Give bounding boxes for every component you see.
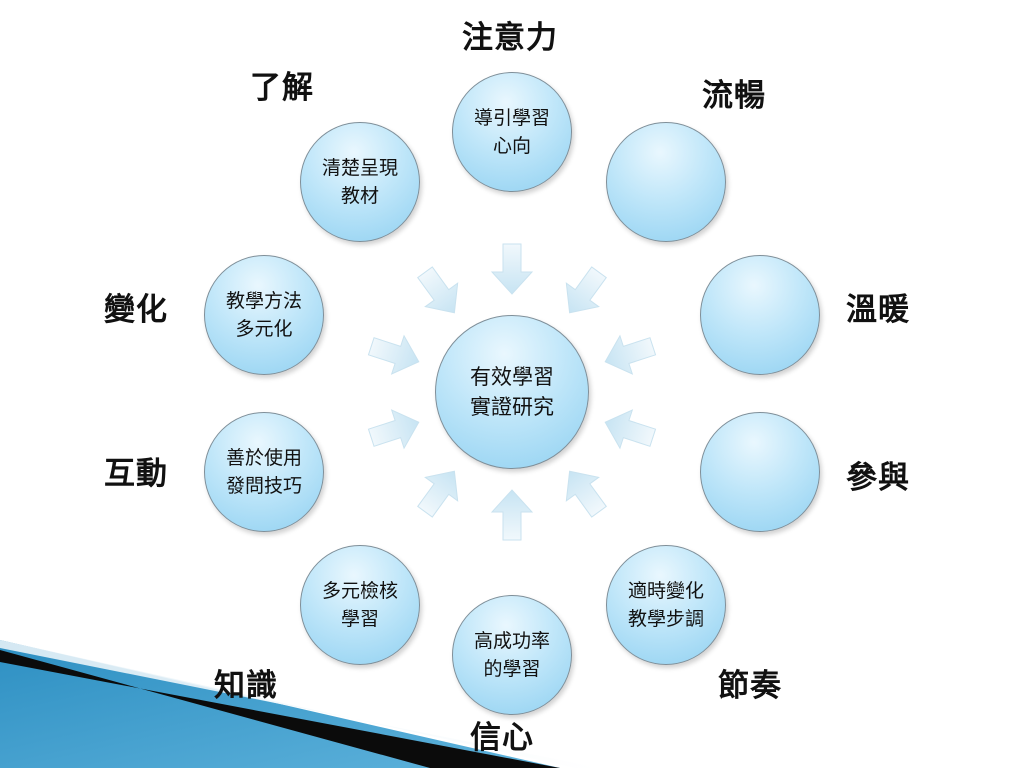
label-upper-right: 流暢 [702,78,766,114]
circle-upper-right [606,122,726,242]
arrow-upper-right [565,266,607,314]
label-left-upper: 變化 [104,292,168,328]
arrow-left-lower [367,409,420,450]
center-circle-text: 有效學習實證研究 [470,365,554,419]
label-lower-left: 知識 [214,668,278,704]
label-bottom: 信心 [470,720,534,756]
arrow-lower-left [417,470,459,518]
circle-left-upper: 教學方法多元化 [204,255,324,375]
label-upper-left: 了解 [250,70,314,106]
circle-top-text: 導引學習心向 [473,107,550,157]
arrow-bottom [490,489,534,541]
arrow-right-upper [604,334,657,375]
circle-lower-right: 適時變化教學步調 [606,545,726,665]
circle-bottom: 高成功率的學習 [452,595,572,715]
circle-lower-left: 多元檢核學習 [300,545,420,665]
circle-lower-right-text: 適時變化教學步調 [627,580,704,630]
arrow-lower-right [565,470,607,518]
circle-left-lower: 善於使用發問技巧 [204,412,324,532]
arrow-left-upper [367,334,420,375]
circle-left-lower-text: 善於使用發問技巧 [225,447,302,497]
arrow-upper-left [417,266,459,314]
center-circle: 有效學習實證研究 [435,315,589,469]
circle-right-upper [700,255,820,375]
circle-lower-left-text: 多元檢核學習 [321,580,398,630]
circle-upper-left-text: 清楚呈現教材 [321,157,398,207]
circle-left-upper-text: 教學方法多元化 [225,290,302,340]
label-lower-right: 節奏 [718,668,782,704]
circle-bottom-text: 高成功率的學習 [473,630,550,680]
circle-upper-left: 清楚呈現教材 [300,122,420,242]
arrow-top [490,243,534,295]
circle-right-lower [700,412,820,532]
label-right-upper: 溫暖 [846,292,910,328]
corner-decoration [0,640,600,768]
label-right-lower: 參與 [846,460,910,496]
label-top: 注意力 [462,20,558,56]
arrow-right-lower [604,409,657,450]
inward-arrows [367,243,657,541]
label-left-lower: 互動 [104,456,168,492]
circle-top: 導引學習心向 [452,72,572,192]
